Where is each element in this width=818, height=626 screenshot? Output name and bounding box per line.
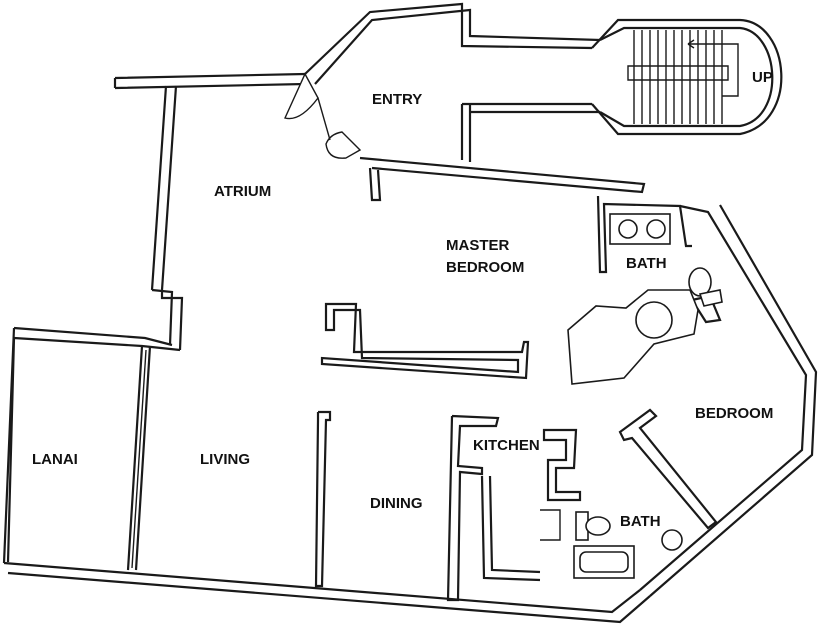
stair-arrow	[627, 39, 739, 97]
room-label-kitchen: KITCHEN	[473, 437, 540, 454]
stair-treads	[633, 30, 723, 124]
interior-walls	[314, 195, 722, 602]
room-label-bedroom: BEDROOM	[695, 405, 773, 422]
tub-icon	[567, 289, 699, 385]
room-label-master-bath: BATH	[626, 255, 667, 272]
toilet-icon	[585, 516, 611, 536]
room-label-dining: DINING	[370, 495, 423, 512]
room-label-bedroom-bath: BATH	[620, 513, 661, 530]
room-label-atrium: ATRIUM	[214, 183, 271, 200]
room-label-entry: ENTRY	[372, 91, 422, 108]
room-label-living: LIVING	[200, 451, 250, 468]
bedroom-bath-fixtures	[540, 509, 683, 579]
sink-icon	[646, 219, 666, 239]
room-label-master-line2: BEDROOM	[446, 259, 524, 276]
exterior-walls	[2, 72, 818, 624]
sink-icon	[661, 529, 683, 551]
sink-icon	[618, 219, 638, 239]
master-bath-fixtures	[567, 213, 723, 385]
entry-door[interactable]	[284, 72, 362, 159]
room-label-lanai: LANAI	[32, 451, 78, 468]
room-label-master-line1: MASTER	[446, 237, 510, 254]
entry-walls	[304, 2, 783, 202]
room-label-up: UP	[752, 69, 773, 86]
